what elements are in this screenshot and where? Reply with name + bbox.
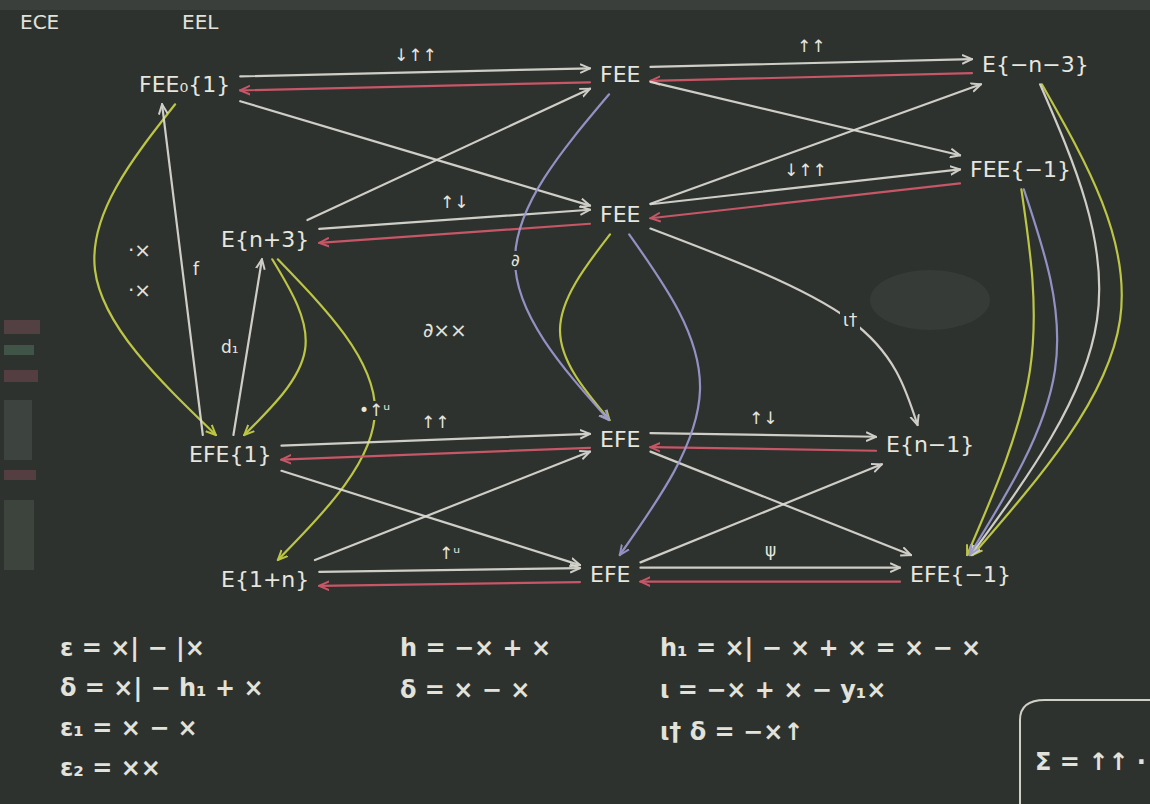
chalk-smudge [4,345,34,355]
edge-label: ι† [840,311,860,330]
edge-label: ↑↓ [437,193,472,212]
chalk-term: E{1+n} [215,564,315,595]
term-text: FEE [600,62,640,87]
chalk-smudge [4,500,34,570]
term-text: E{1+n} [221,567,309,592]
board-frame [0,0,1150,10]
connector-arrow [240,82,590,90]
equation: ε₁ = × − × [60,714,198,742]
connector-arrow [319,568,580,572]
connector-arrow [650,73,972,81]
chalk-term: EFE [594,424,646,455]
edge-label: ↓↑↑ [391,46,440,65]
connector-arrow [281,434,590,446]
connector-arrow [640,464,881,562]
equation: h = −× + × [400,634,551,662]
chalk-note: ECE [20,10,59,34]
edge-label: ↓↑↑ [781,161,830,180]
equation: ι† δ = −×↑ [660,718,803,746]
chalk-term: FEE₀{1} [133,69,236,100]
connector-arrow [973,84,1122,555]
chalk-term: EFE [584,559,636,590]
chalk-smudge [4,320,40,334]
connector-arrow [620,234,700,555]
chalk-smudge [4,400,32,460]
chalk-bracket [1020,700,1150,804]
chalk-smudge [4,370,38,382]
edge-label: f [190,260,202,279]
connector-arrow [650,229,917,425]
connector-arrow [650,183,960,218]
equation: δ = ×| − h₁ + × [60,674,264,702]
edge-label: •↑ᵘ [356,401,393,420]
term-text: E{n−1} [886,432,974,457]
connector-arrow [162,104,203,435]
connector-arrow [319,582,580,586]
chalk-term: EFE{−1} [904,559,1017,590]
equation: ε₂ = ×× [60,754,161,782]
connector-arrow [640,567,900,569]
connector-arrow [640,581,900,583]
connector-arrow [281,471,580,565]
chalk-term: FEE{−1} [964,154,1077,185]
term-text: E{−n−3} [982,52,1089,77]
connector-arrow [94,104,216,435]
equation: δ = × − × [400,676,530,704]
chalk-term: EFE{1} [183,439,277,470]
connector-arrow [515,94,609,420]
equation: h₁ = ×| − × + × = × − × [660,634,981,662]
chalk-term: FEE [594,59,646,90]
connector-group [94,59,1122,586]
term-text: EFE [600,427,640,452]
connector-arrow [281,448,590,460]
chalk-note: ∂×× [423,318,467,342]
term-text: E{n+3} [221,227,309,252]
edge-label: ↑ᵘ [436,544,463,563]
chalk-note: EEL [182,10,218,34]
connector-arrow [650,433,876,437]
connector-arrow [967,189,1034,555]
connector-arrow [240,68,590,76]
connector-arrow [650,82,960,155]
equation: ε = ×| − |× [60,634,205,662]
term-text: EFE{−1} [910,562,1011,587]
edge-label: ψ [762,541,779,560]
eraser-smudge [870,270,990,330]
equation: Σ = ↑↑ · [1035,748,1146,776]
connector-arrow [307,89,590,220]
chalk-term: E{n−1} [880,429,980,460]
edge-label: ↑↑ [418,413,453,432]
edge-label: ↑↑ [794,37,829,56]
connector-arrow [970,189,1058,555]
chalk-smudge [4,470,36,480]
term-text: FEE₀{1} [139,72,230,97]
chalk-note: ·× [128,278,151,302]
chalk-note: ·× [128,238,151,262]
connector-arrow [319,224,590,243]
term-text: FEE{−1} [970,157,1071,182]
chalk-term: E{−n−3} [976,49,1095,80]
edge-label: d₁ [218,338,242,357]
chalk-term: FEE [594,199,646,230]
connector-arrow [650,59,972,67]
connector-arrow [244,259,305,435]
edge-label: ↑↓ [746,409,781,428]
term-text: FEE [600,202,640,227]
term-text: EFE [590,562,630,587]
edge-label: ∂ [508,251,523,270]
connector-arrow [971,84,1099,555]
chalk-term: E{n+3} [215,224,315,255]
equation: ι = −× + × − y₁× [660,676,886,704]
term-text: EFE{1} [189,442,271,467]
